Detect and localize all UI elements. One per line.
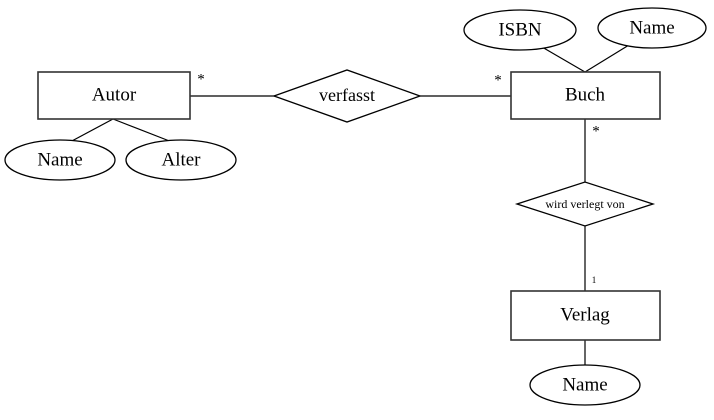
entity-label: Autor: [92, 84, 137, 105]
attribute-buch-isbn[interactable]: ISBN: [463, 9, 577, 51]
entity-label: Buch: [565, 84, 606, 105]
entity-autor[interactable]: Autor: [37, 71, 191, 120]
attribute-nodes: Name Alter ISBN Name Name: [4, 7, 707, 406]
attribute-verlag-name[interactable]: Name: [529, 364, 641, 406]
attribute-ellipse: [597, 7, 707, 49]
attribute-label: Name: [629, 17, 674, 38]
entity-rect: [510, 290, 661, 341]
attribute-label: Name: [37, 149, 82, 170]
connector-lines: [69, 44, 630, 365]
attribute-buch-name[interactable]: Name: [597, 7, 707, 49]
connector-autor-to-alter: [112, 118, 173, 143]
connector-autor-to-name: [69, 118, 114, 143]
connector-name-to-buch: [584, 44, 630, 73]
attribute-label: Alter: [161, 149, 201, 170]
entity-verlag[interactable]: Verlag: [510, 290, 661, 341]
entity-buch[interactable]: Buch: [510, 71, 661, 120]
attribute-ellipse: [463, 9, 577, 51]
attribute-ellipse: [125, 139, 237, 181]
attribute-autor-alter[interactable]: Alter: [125, 139, 237, 181]
relationship-diamond: [272, 69, 422, 123]
entity-label: Verlag: [560, 304, 610, 325]
cardinality-autor-verfasst: *: [197, 71, 205, 87]
attribute-ellipse: [529, 364, 641, 406]
connector-isbn-to-buch: [541, 46, 586, 73]
relationship-label: verfasst: [319, 85, 375, 105]
relationship-wird-verlegt-von[interactable]: wird verlegt von: [514, 181, 656, 227]
entity-rect: [510, 71, 661, 120]
relationship-nodes: verfasst wird verlegt von: [272, 69, 656, 227]
attribute-autor-name[interactable]: Name: [4, 139, 116, 181]
attribute-label: Name: [562, 374, 607, 395]
cardinality-markers: * * * 1: [197, 71, 600, 285]
cardinality-wird-verlegt-von-verlag: 1: [592, 275, 597, 285]
entity-rect: [37, 71, 191, 120]
entity-nodes: Autor Buch Verlag: [37, 71, 661, 341]
cardinality-buch-wird-verlegt-von: *: [592, 123, 600, 139]
relationship-verfasst[interactable]: verfasst: [272, 69, 422, 123]
relationship-label: wird verlegt von: [545, 197, 624, 211]
attribute-ellipse: [4, 139, 116, 181]
cardinality-verfasst-buch: *: [494, 72, 502, 88]
relationship-diamond: [514, 181, 656, 227]
attribute-label: ISBN: [498, 19, 542, 40]
